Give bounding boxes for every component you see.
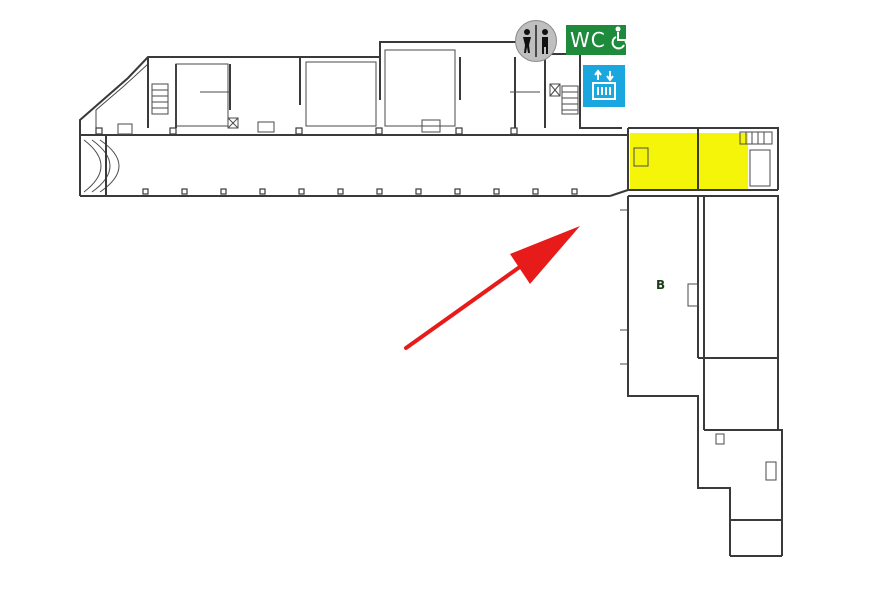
upper-wing <box>79 41 629 197</box>
stairs-right <box>561 85 579 115</box>
restroom-icon <box>515 20 557 62</box>
direction-arrow <box>404 226 580 350</box>
right-wing <box>620 127 783 557</box>
stairs-left <box>151 83 169 115</box>
wc-label: WC <box>570 28 606 52</box>
elevator-icon <box>583 65 625 107</box>
stairs-top-right <box>739 131 773 145</box>
wheelchair-icon <box>610 26 632 54</box>
building-label: B <box>656 278 666 292</box>
highlighted-room[interactable] <box>630 133 748 190</box>
wc-sign: WC <box>566 25 629 55</box>
